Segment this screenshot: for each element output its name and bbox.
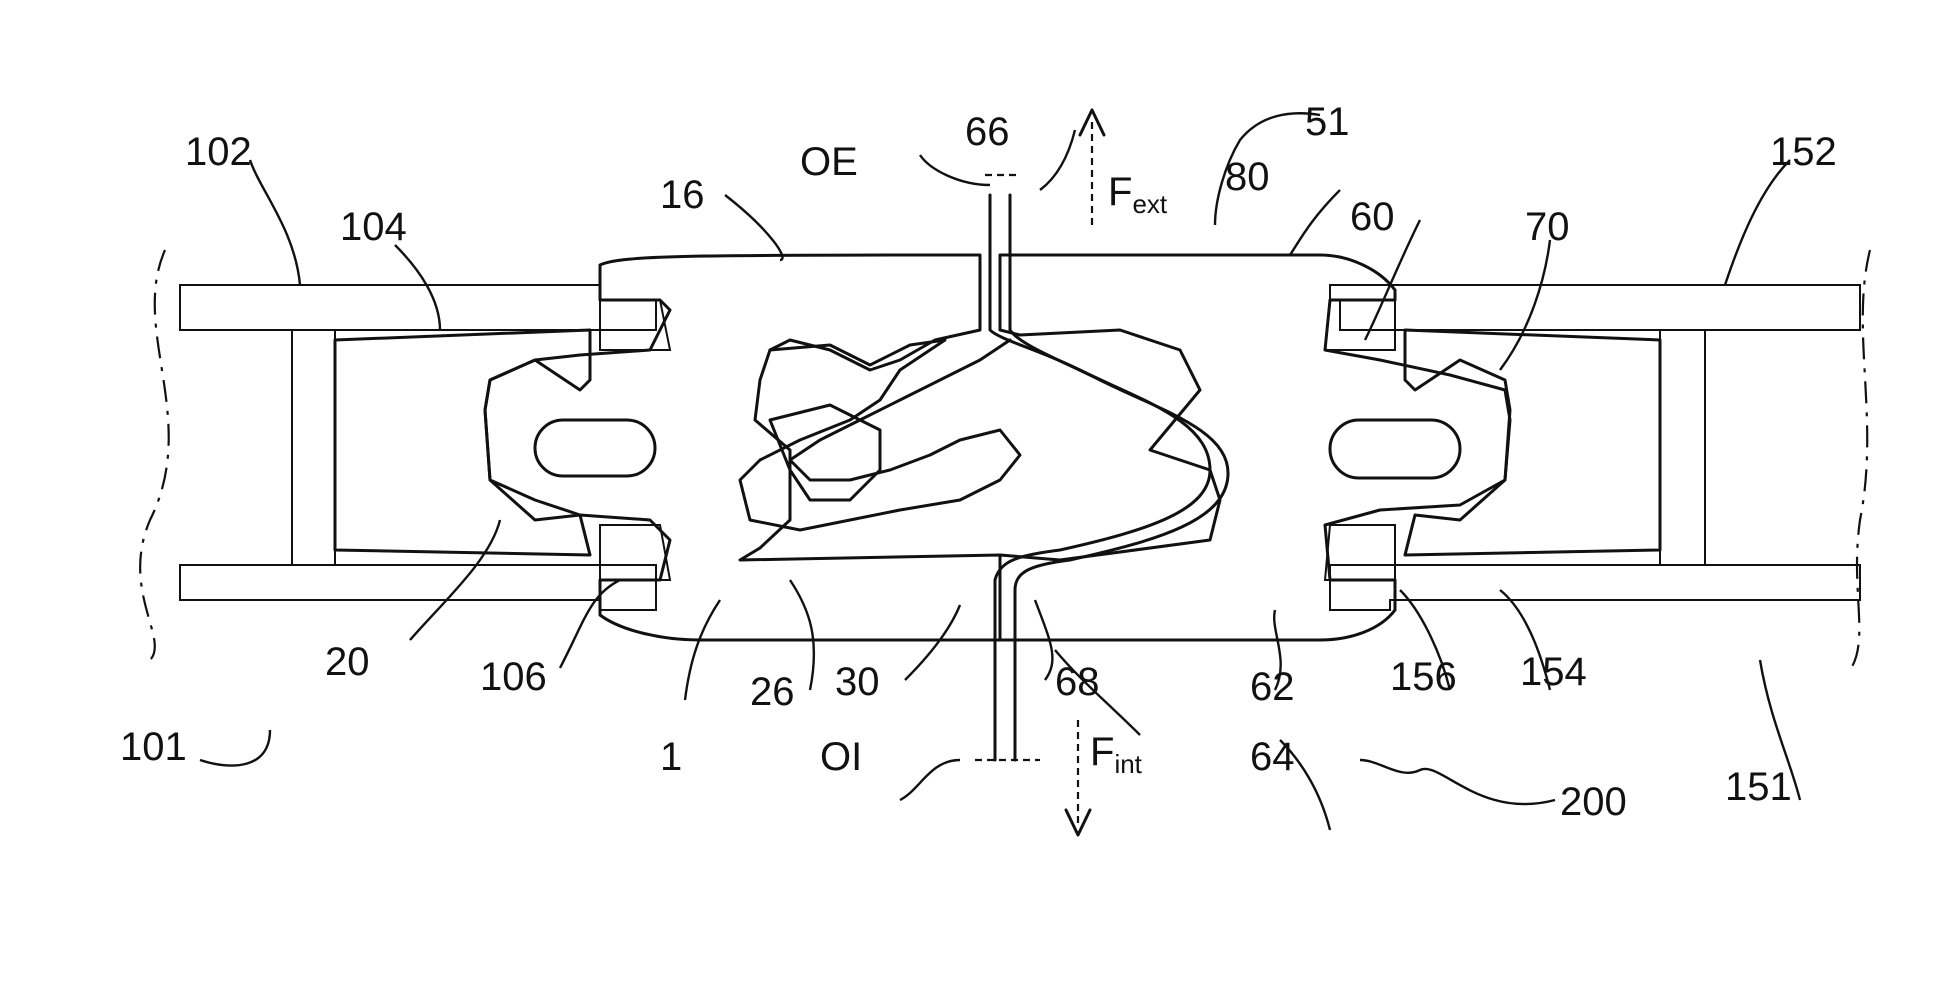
fint-main: F (1090, 730, 1114, 774)
seal-strip-inner (1010, 195, 1228, 760)
label-80: 80 (1225, 155, 1270, 199)
force-int-arrow (1066, 720, 1090, 835)
central-part-51 (1000, 255, 1510, 640)
label-60: 60 (1350, 195, 1395, 239)
label-OI: OI (820, 735, 862, 779)
label-154: 154 (1520, 650, 1587, 694)
right-lower-clip (1325, 525, 1395, 580)
label-151: 151 (1725, 765, 1792, 809)
seal-strip (990, 195, 1210, 760)
label-26: 26 (750, 670, 795, 714)
label-1: 1 (660, 735, 682, 779)
reference-labels: 102 104 16 OE 66 Fext 51 80 60 70 152 20… (120, 100, 1837, 824)
label-68: 68 (1055, 660, 1100, 704)
right-top-skin (1330, 285, 1860, 330)
label-fext: Fext (1108, 170, 1168, 219)
label-51: 51 (1305, 100, 1350, 144)
left-top-skin (180, 285, 656, 330)
label-106: 106 (480, 655, 547, 699)
label-66: 66 (965, 110, 1010, 154)
label-16: 16 (660, 173, 705, 217)
label-fint: Fint (1090, 730, 1143, 779)
right-slot-hole (1330, 420, 1460, 478)
left-web (292, 330, 335, 565)
left-lower-clip (600, 525, 670, 580)
label-62: 62 (1250, 665, 1295, 709)
right-bottom-skin (1330, 565, 1860, 610)
label-156: 156 (1390, 655, 1457, 699)
left-upper-clip (600, 300, 670, 350)
right-upper-clip (1325, 300, 1395, 350)
label-152: 152 (1770, 130, 1837, 174)
label-30: 30 (835, 660, 880, 704)
label-102: 102 (185, 130, 252, 174)
label-101: 101 (120, 725, 187, 769)
central-part-1 (485, 255, 1000, 640)
label-OE: OE (800, 140, 858, 184)
left-break-line (140, 250, 169, 660)
fext-main: F (1108, 170, 1132, 214)
left-bottom-skin (180, 565, 656, 610)
label-64: 64 (1250, 735, 1295, 779)
fint-sub: int (1114, 749, 1142, 779)
fext-sub: ext (1132, 189, 1167, 219)
label-70: 70 (1525, 205, 1570, 249)
label-200: 200 (1560, 780, 1627, 824)
label-104: 104 (340, 205, 407, 249)
left-slot-hole (535, 420, 655, 476)
right-web (1660, 330, 1705, 565)
label-20: 20 (325, 640, 370, 684)
force-ext-arrow (1080, 110, 1104, 225)
